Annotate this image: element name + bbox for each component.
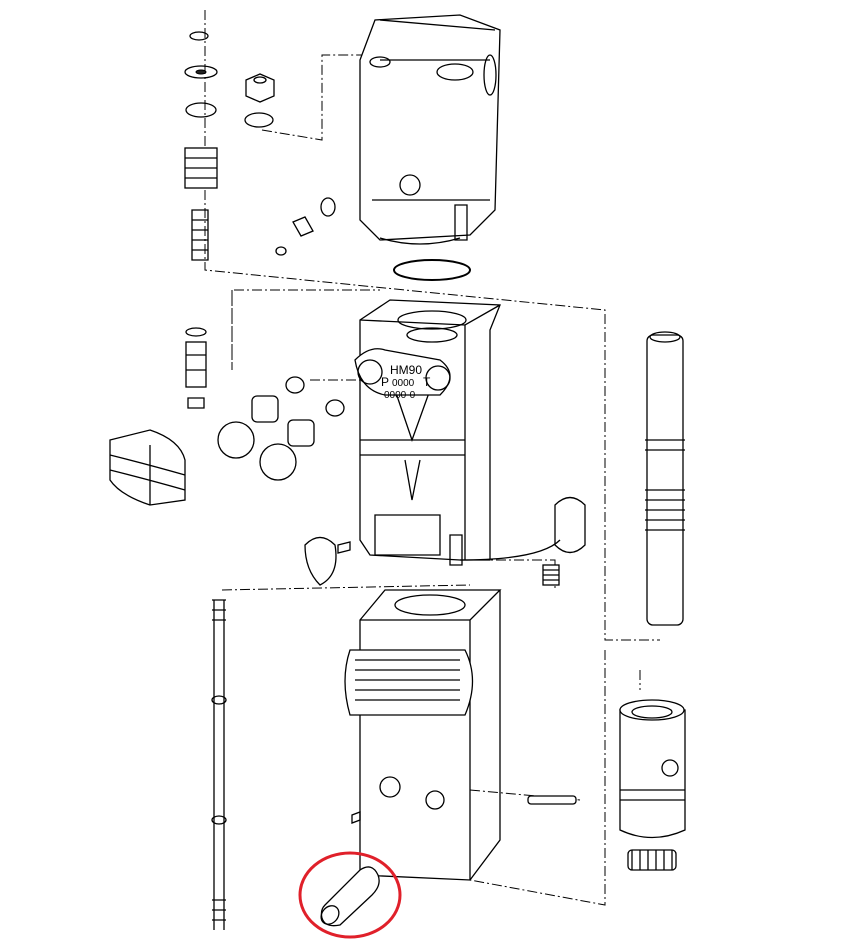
marking-code: 0000 (392, 378, 415, 389)
middle-valve-block (354, 299, 501, 566)
pin (527, 795, 577, 805)
marking-model: HM90 (390, 363, 422, 377)
piston-rod (645, 331, 685, 626)
nut-and-washer (244, 73, 275, 128)
marking-prefix: P (381, 375, 389, 389)
bottom-cylinder-block (344, 589, 502, 881)
bushing (619, 699, 686, 871)
top-valve-block (359, 14, 501, 245)
small-fittings-top (275, 197, 336, 256)
highlight-circle (298, 851, 402, 939)
middle-left-parts (109, 327, 351, 586)
hose-clip (459, 496, 586, 561)
o-ring-large (393, 259, 471, 281)
highlighted-plug-pin (298, 851, 402, 939)
top-left-seals (184, 31, 218, 261)
long-tie-rod (211, 599, 227, 930)
marking-serial: 0000-0 (384, 390, 416, 401)
marking-suffix: T (423, 375, 431, 389)
block-marking: HM90 P 0000 T 0000-0 (381, 363, 431, 401)
small-screw (542, 564, 560, 586)
